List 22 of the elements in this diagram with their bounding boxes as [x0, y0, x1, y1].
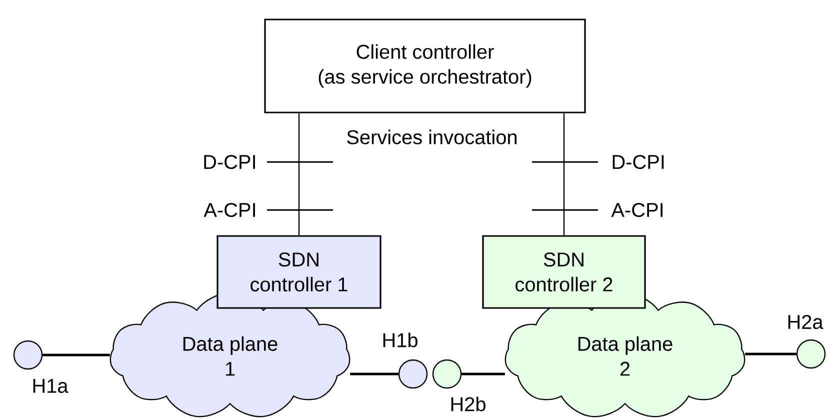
controller-box: SDN controller 2: [482, 235, 646, 309]
host-circle: [13, 340, 43, 370]
interface-label: A-CPI: [202, 202, 258, 218]
connector-line: [350, 372, 398, 376]
interface-label: D-CPI: [610, 154, 666, 170]
controller-box: SDN controller 1: [216, 235, 382, 309]
connector-line: [42, 354, 110, 356]
interface-label: A-CPI: [610, 202, 666, 218]
host-label: H1b: [383, 332, 418, 348]
host-label: H2a: [788, 314, 824, 330]
controller-box: Client controller (as service orchestrator): [264, 18, 586, 114]
host-circle: [796, 339, 826, 369]
interface-label: D-CPI: [202, 154, 258, 170]
host-circle: [398, 359, 428, 389]
host-label: H2b: [451, 396, 486, 412]
connector-line: [563, 113, 565, 236]
connector-line: [298, 113, 300, 236]
annotation-label: Services invocation: [345, 128, 519, 146]
connector-line: [462, 372, 505, 376]
host-label: H1a: [33, 379, 68, 393]
connector-line: [745, 352, 796, 356]
host-circle: [432, 359, 462, 389]
